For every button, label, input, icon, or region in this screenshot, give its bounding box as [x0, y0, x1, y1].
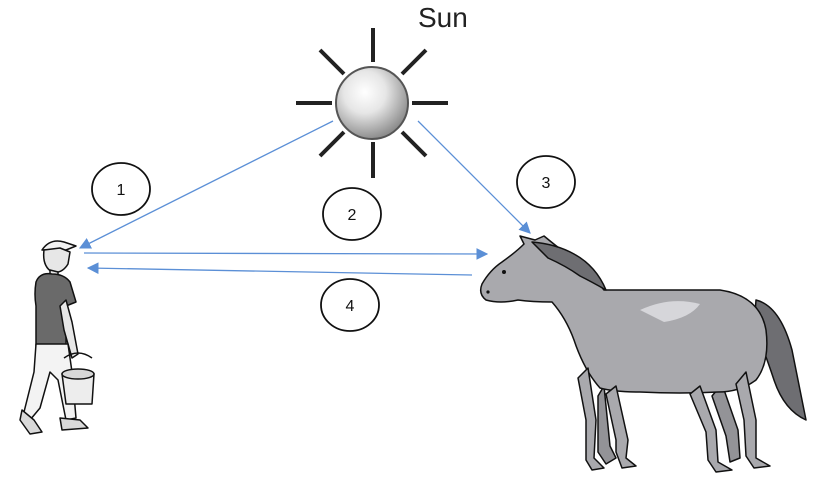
- arrow-2: [83, 248, 489, 260]
- marker-3: 3: [516, 155, 576, 209]
- arrow-1: [78, 120, 334, 249]
- person-icon: [19, 240, 95, 435]
- arrow-4: [86, 262, 473, 276]
- marker-1-label: 1: [117, 182, 126, 199]
- marker-2-label: 2: [348, 207, 357, 224]
- marker-1: 1: [91, 162, 151, 216]
- marker-4: 4: [320, 278, 380, 332]
- arrow-3: [417, 120, 531, 234]
- sun-title: Sun: [418, 2, 468, 33]
- sun-icon: [296, 28, 448, 178]
- marker-4-label: 4: [346, 298, 355, 315]
- marker-3-label: 3: [542, 175, 551, 192]
- horse-icon: [479, 235, 807, 473]
- marker-2: 2: [322, 187, 382, 241]
